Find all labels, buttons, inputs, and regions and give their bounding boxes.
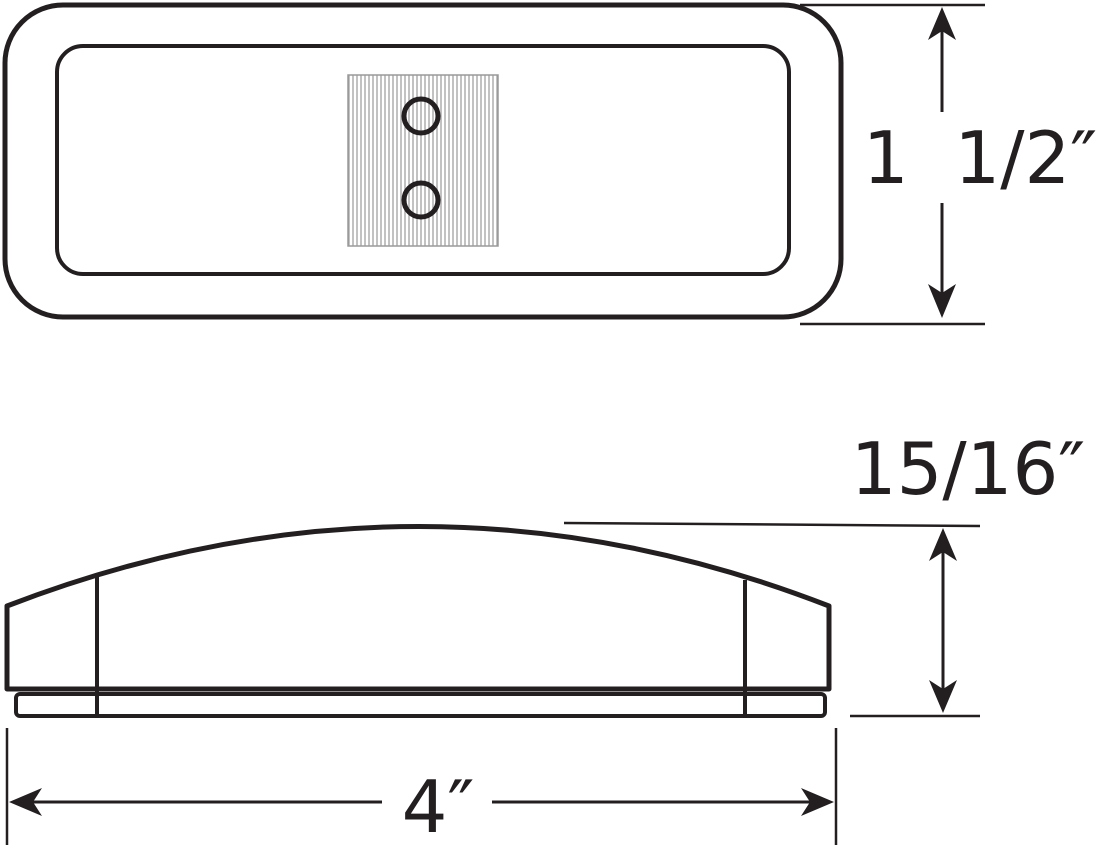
length-label: 4″: [402, 765, 475, 849]
depth-label: 15/16″: [851, 427, 1085, 511]
base-flange: [14, 692, 827, 718]
extension-line-dome-top: [563, 521, 981, 528]
arrow-up-icon: [928, 7, 956, 40]
top-view: [2, 2, 844, 320]
mounting-hole-top: [401, 96, 441, 136]
dome-outline: [4, 524, 832, 692]
arrow-left-icon: [9, 788, 42, 816]
housing-outline: [2, 2, 844, 320]
depth-dimension: 15/16″: [563, 427, 1085, 718]
lens-outline: [55, 44, 791, 276]
length-dimension: 4″: [5, 728, 838, 849]
mounting-hole-bottom: [401, 180, 441, 220]
height-dimension: 1 1/2″: [800, 3, 1097, 326]
height-label: 1 1/2″: [863, 116, 1097, 200]
arrow-down-icon: [929, 680, 957, 713]
arrow-up-icon: [929, 528, 957, 561]
side-view: [4, 524, 832, 718]
arrow-down-icon: [928, 284, 956, 318]
arrow-right-icon: [801, 788, 834, 816]
